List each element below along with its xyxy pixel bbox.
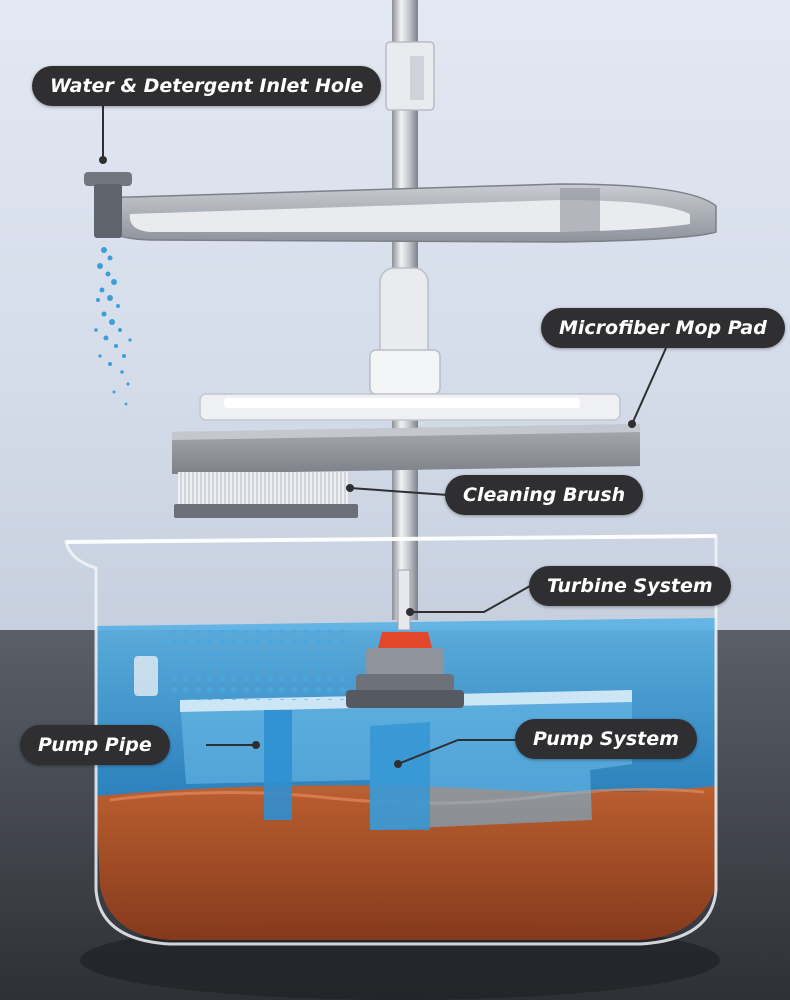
dirty-water	[96, 785, 716, 940]
brush-callout: Cleaning Brush	[445, 475, 644, 515]
pump-pipe-callout: Pump Pipe	[20, 725, 170, 765]
cleaning-brush	[174, 472, 358, 518]
turbine	[346, 569, 464, 708]
pump-pipe	[264, 710, 292, 820]
inlet-hole	[84, 172, 132, 238]
leader-lines	[102, 106, 667, 765]
turbine-callout: Turbine System	[529, 566, 731, 606]
water-droplets	[94, 247, 132, 406]
pump-housing	[370, 722, 430, 830]
pump-system-callout: Pump System	[515, 719, 697, 759]
top-cover-plate	[95, 183, 717, 243]
mop-pad-callout: Microfiber Mop Pad	[541, 308, 785, 348]
inlet-callout: Water & Detergent Inlet Hole	[32, 66, 382, 106]
